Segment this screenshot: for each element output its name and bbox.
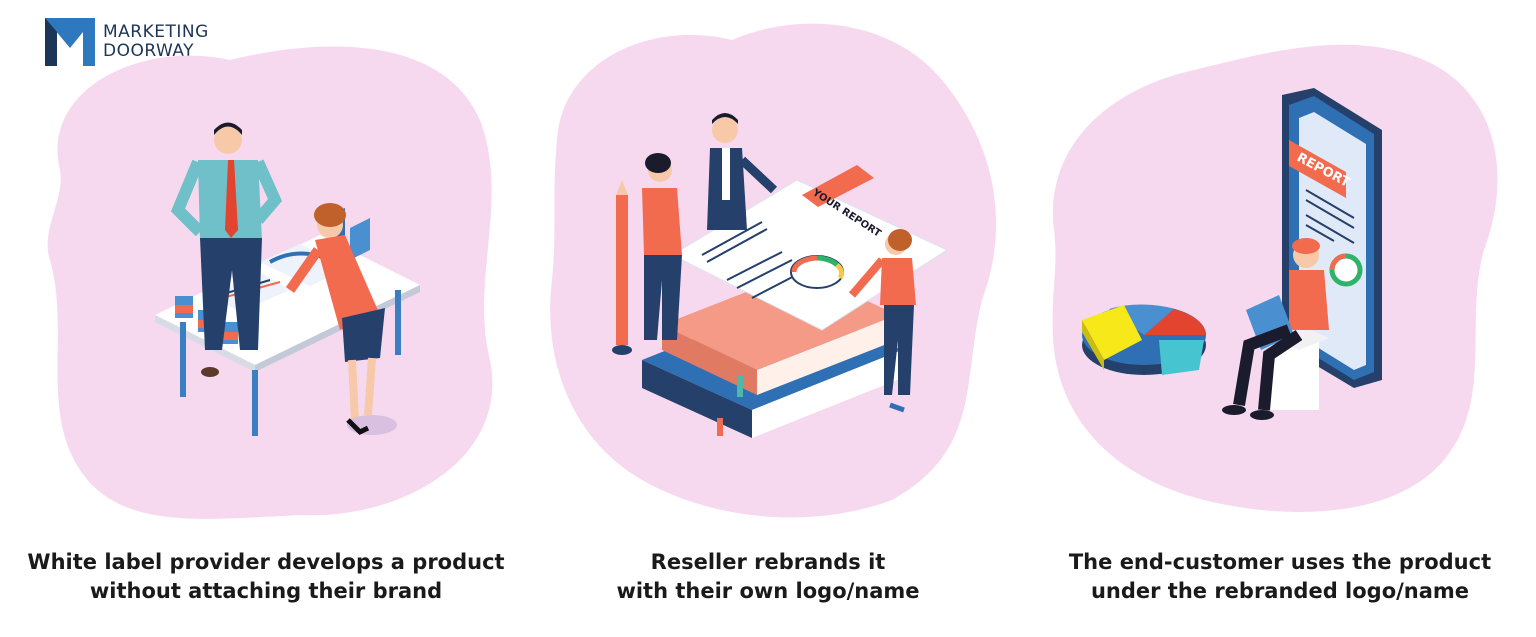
brand-line-1: MARKETING [103,22,209,42]
step-1-caption-line-1: White label provider develops a product [27,550,505,574]
step-3-caption-line-2: under the rebranded logo/name [1090,579,1470,603]
brand-line-2: DOORWAY [103,41,195,61]
step-2-caption-line-1: Reseller rebrands it [650,550,886,574]
step-3-background-blob [1052,44,1498,512]
step-1-illustration [47,46,493,519]
brand-logo: MARKETING DOORWAY [45,18,209,66]
step-1-panel: White label provider develops a product … [0,0,512,637]
step-1-caption-line-2: without attaching their brand [89,579,443,603]
step-2-panel: YOUR REPORT Res [512,0,1024,637]
brand-wordmark: MARKETING DOORWAY [103,23,209,61]
step-2-caption: Reseller rebrands it with their own logo… [512,548,1024,606]
step-3-caption: The end-customer uses the product under … [1024,548,1536,606]
step-2-illustration: YOUR REPORT [550,23,997,518]
step-3-caption-line-1: The end-customer uses the product [1068,550,1492,574]
logo-mark-icon [45,18,95,66]
step-3-illustration: REPORT [1052,44,1498,512]
step-1-caption: White label provider develops a product … [20,548,512,606]
step-3-panel: REPORT The end-customer uses the product… [1024,0,1536,637]
step-2-caption-line-2: with their own logo/name [616,579,920,603]
